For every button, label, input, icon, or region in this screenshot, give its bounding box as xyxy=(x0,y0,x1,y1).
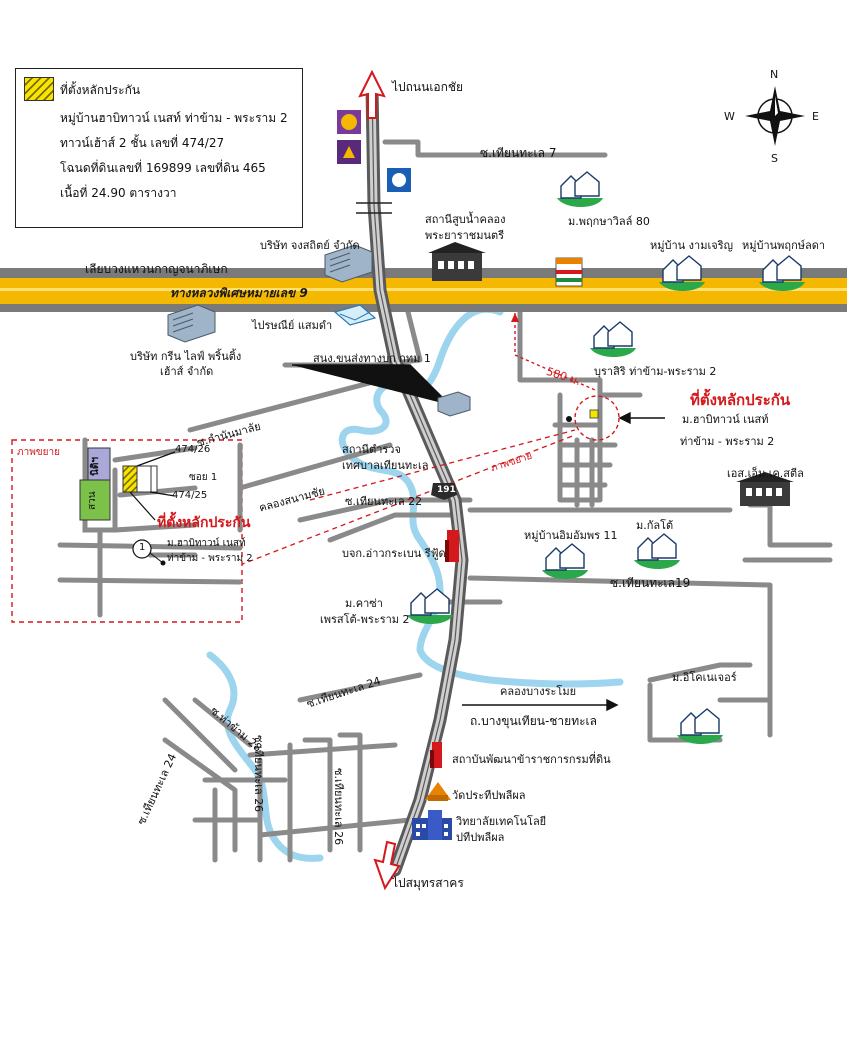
label-pruksa80: ม.พฤกษาวิลล์ 80 xyxy=(568,215,650,228)
seven-eleven-icon xyxy=(555,257,583,287)
label-ring-road: เลียบวงแหวนกาญจนาภิเษก xyxy=(85,262,228,276)
label-road-bangkhunthian: ถ.บางขุนเทียน-ชายทะเล xyxy=(470,714,598,728)
legend-title: ที่ตั้งหลักประกัน xyxy=(60,83,141,97)
label-architecture: ม.อิโคเนเจอร์ xyxy=(672,671,737,684)
label-casa-2: เพรสโต้-พระราม 2 xyxy=(320,613,410,626)
label-jongsathit: บริษัท จงสถิตย์ จำกัด xyxy=(260,239,360,252)
label-to-north: ไปถนนเอกชัย xyxy=(392,80,464,94)
label-habitown-1: ม.ฮาบิทาวน์ เนสท์ xyxy=(682,413,769,426)
label-highway9: ทางหลวงพิเศษหมายเลข 9 xyxy=(170,286,308,300)
label-green-life-2: เฮ้าส์ จำกัด xyxy=(160,365,214,378)
legend-area: เนื้อที่ 24.90 ตารางวา xyxy=(60,186,177,200)
inset-park-2: สวน xyxy=(87,491,98,510)
collateral-hatch-swatch xyxy=(24,77,54,101)
factory-icon xyxy=(445,530,459,562)
bank-icon-3 xyxy=(387,168,411,192)
inset-habitown-2: ท่าข้าม - พระราม 2 xyxy=(167,553,253,564)
green-life-building-icon xyxy=(167,304,216,343)
label-soi-tianthale22: ซ.เทียนทะเล 22 xyxy=(345,495,423,508)
temple-icon xyxy=(425,782,451,801)
bridge-mark xyxy=(356,202,392,214)
label-route-191: 191 xyxy=(437,485,456,495)
label-soi-tianthale7: ซ.เทียนทะเล 7 xyxy=(480,146,557,160)
legend-townhouse: ทาวน์เฮ้าส์ 2 ชั้น เลขที่ 474/27 xyxy=(60,136,225,150)
label-water-station-1: สถานีสูบน้ำคลอง xyxy=(425,213,506,226)
inset-soi-1: ซอย 1 xyxy=(189,472,218,483)
college-icon xyxy=(412,810,452,840)
compass: N S E W xyxy=(724,68,820,165)
label-police-1: สถานีตำรวจ xyxy=(342,443,401,456)
label-sm-steel: เอส.เอ็ม.เค.สตีล xyxy=(727,467,804,480)
label-soi-tianthale26b: ซ.เทียนทะเล 26 xyxy=(332,768,345,846)
bank-icon-2 xyxy=(337,140,361,164)
inset-map xyxy=(11,437,243,623)
label-water-station-2: พระยาราชมนตรี xyxy=(425,229,505,242)
label-charoen-pokphand: บจก.อ่าวกระเบน รีฟู้ด xyxy=(342,547,446,560)
label-temple: วัดประทีปพลีผล xyxy=(452,789,526,802)
label-soi-tianthale26a: ซ.เทียนทะเล 26 xyxy=(252,735,265,813)
label-kanto: ม.กัลโต้ xyxy=(636,519,674,532)
inset-park-1: นิติฯ xyxy=(90,457,101,476)
label-post-office: ไปรษณีย์ แสมดำ xyxy=(252,319,333,332)
label-land-institute: สถาบันพัฒนาข้าราชการกรมที่ดิน xyxy=(452,753,611,766)
label-ngam-charoen: หมู่บ้าน งามเจริญ xyxy=(650,239,733,252)
sm-steel-icon xyxy=(736,472,794,506)
legend-deed: โฉนดที่ดินเลขที่ 169899 เลขที่ดิน 465 xyxy=(60,161,266,175)
village-icons xyxy=(407,171,805,744)
distance-route xyxy=(514,313,596,391)
compass-east: E xyxy=(812,110,819,123)
compass-west: W xyxy=(724,110,735,123)
label-pruksalada: หมู่บ้านพฤกษ์ลดา xyxy=(742,239,826,252)
label-green-life-1: บริษัท กรีน ไลฟ์ พริ้นติ้ง xyxy=(130,350,242,363)
label-collateral-main: ที่ตั้งหลักประกัน xyxy=(690,391,791,409)
inset-collateral: ที่ตั้งหลักประกัน xyxy=(157,515,251,531)
legend: ที่ตั้งหลักประกัน หมู่บ้านฮาบิทาวน์ เนสท… xyxy=(15,68,303,228)
label-casa-1: ม.คาซ่า xyxy=(345,597,383,610)
direction-arrows xyxy=(358,69,401,891)
inset-title: ภาพขยาย xyxy=(17,447,60,458)
pump-station-icon xyxy=(428,242,486,281)
label-soi-tianthale19: ซ.เทียนทะเล19 xyxy=(610,576,691,590)
legend-village: หมู่บ้านฮาบิทาวน์ เนสท์ ท่าข้าม - พระราม… xyxy=(60,111,288,125)
label-inthamaphon: หมู่บ้านอิมอัมพร 11 xyxy=(524,529,618,542)
bank-icon xyxy=(337,110,361,134)
label-bus-terminal: สนง.ขนส่งทางบก กทม 1 xyxy=(313,352,431,365)
expand-link-lines xyxy=(239,429,576,566)
label-police-2: เทศบาลเทียนทะเล xyxy=(342,459,429,472)
transport-office-icon xyxy=(437,391,471,417)
label-klong-bangbon: คลองบางระโมย xyxy=(500,685,577,698)
main-road xyxy=(365,81,469,877)
land-institute-icon xyxy=(430,742,442,768)
compass-south: S xyxy=(771,152,778,165)
label-habitown-2: ท่าข้าม - พระราม 2 xyxy=(680,435,775,448)
compass-north: N xyxy=(770,68,779,81)
collateral-marker xyxy=(566,395,620,441)
inset-474-26: 474/26 xyxy=(175,444,211,455)
label-to-south: ไปสมุทรสาคร xyxy=(392,876,464,890)
route-191-shield-icon xyxy=(431,483,457,500)
compass-rose-icon xyxy=(745,86,805,146)
highway-9 xyxy=(0,268,847,312)
label-college-1: วิทยาลัยเทคโนโลยี xyxy=(456,815,547,828)
office-building-icon xyxy=(324,244,373,283)
label-burasiri: บุราสิริ ท่าข้าม-พระราม 2 xyxy=(594,365,717,378)
leader-lines xyxy=(292,364,665,712)
post-office-icon xyxy=(333,304,377,326)
inset-marker: 1 xyxy=(139,542,146,553)
distance-arrow xyxy=(511,313,519,322)
inset-474-25: 474/25 xyxy=(172,490,208,501)
label-college-2: ปทีปพลีผล xyxy=(456,831,505,844)
inset-habitown-1: ม.ฮาบิทาวน์ เนสท์ xyxy=(167,538,246,549)
